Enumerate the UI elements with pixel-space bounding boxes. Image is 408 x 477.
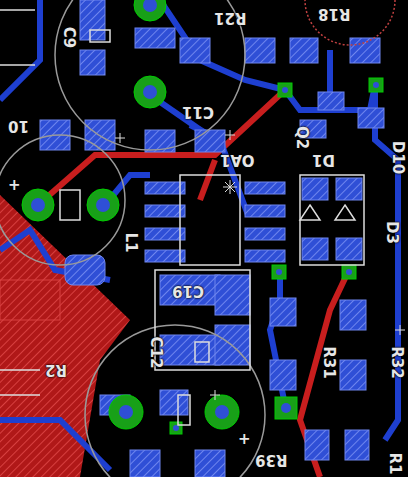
designator-label: R21 (214, 10, 246, 25)
designator-label: R2 (45, 362, 67, 377)
designator-label: C11 (182, 104, 214, 119)
bottom-traces (0, 0, 398, 470)
designator-label: R18 (318, 6, 350, 21)
designator-label: D3 (384, 221, 399, 244)
designator-label: R32 (389, 346, 404, 378)
designator-label: L1 (123, 233, 138, 253)
designator-label: 10 (8, 118, 29, 133)
designator-label: C12 (148, 337, 163, 369)
designator-label: C9 (61, 27, 76, 48)
smd-pads (0, 0, 384, 477)
designator-label: R31 (321, 346, 336, 378)
designator-label: D10 (390, 141, 405, 174)
designator-label: C19 (172, 283, 204, 298)
designator-label: R1 (387, 452, 402, 474)
origin-crosses (115, 130, 405, 400)
designator-label: D1 (312, 152, 335, 167)
designator-label: OA1 (220, 152, 254, 167)
copper-pour (0, 195, 130, 477)
silkscreen-outlines (0, 0, 395, 477)
vias (22, 0, 383, 434)
designator-label: Q2 (294, 126, 309, 149)
polarity-mark: + (238, 432, 251, 447)
designator-label: R39 (255, 452, 287, 467)
polarity-mark: + (8, 178, 21, 193)
